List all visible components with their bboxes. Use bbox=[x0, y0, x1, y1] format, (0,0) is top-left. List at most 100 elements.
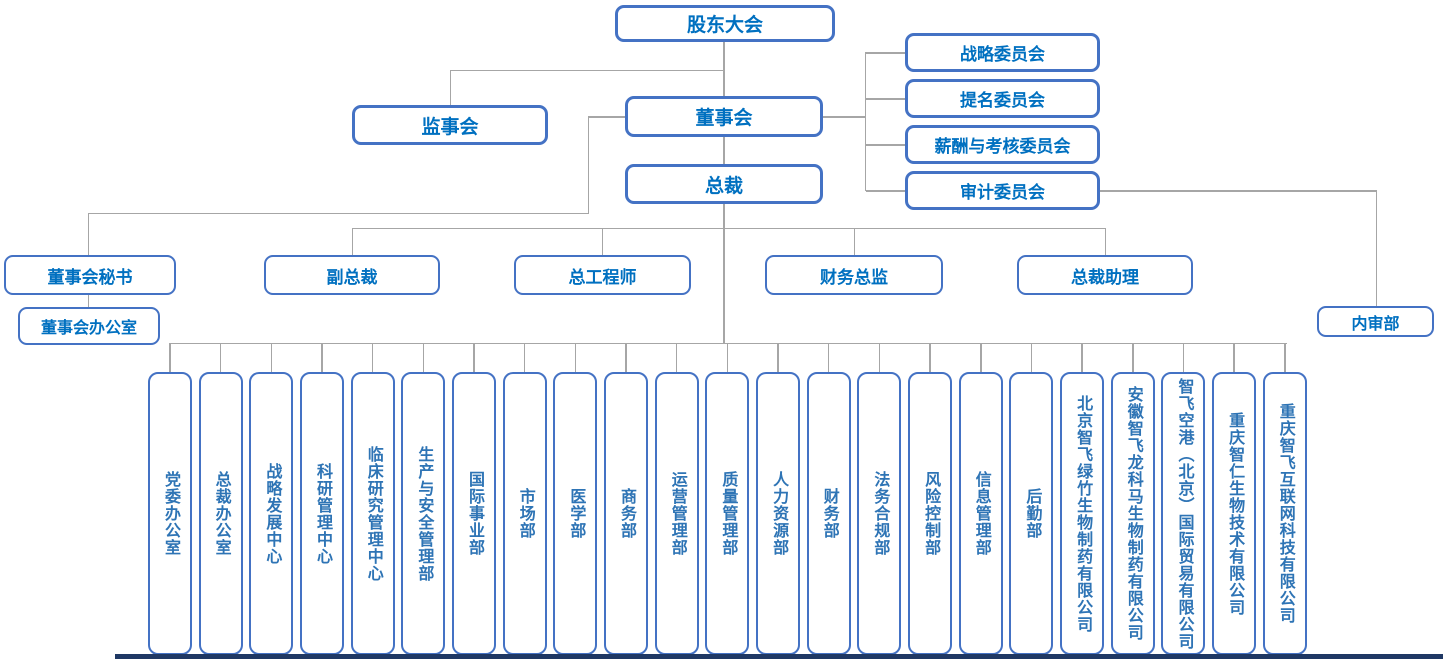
department-box: 生产与安全管理部 bbox=[401, 372, 446, 655]
connector-line bbox=[866, 52, 905, 54]
department-label: 运营管理部 bbox=[668, 471, 686, 556]
department-item: 国际事业部 bbox=[452, 343, 497, 655]
node-audit-committee: 审计委员会 bbox=[905, 171, 1100, 210]
department-box: 国际事业部 bbox=[452, 372, 497, 655]
department-item: 北京智飞绿竹生物制药有限公司 bbox=[1060, 343, 1105, 655]
department-box: 质量管理部 bbox=[705, 372, 750, 655]
connector-line bbox=[422, 343, 425, 372]
department-box: 风险控制部 bbox=[908, 372, 953, 655]
connector-line bbox=[827, 343, 830, 372]
department-box: 法务合规部 bbox=[857, 372, 902, 655]
department-item: 重庆智飞互联网科技有限公司 bbox=[1262, 343, 1307, 655]
department-label: 重庆智飞互联网科技有限公司 bbox=[1276, 403, 1294, 624]
department-label: 战略发展中心 bbox=[263, 462, 281, 565]
connector-line bbox=[878, 343, 881, 372]
department-item: 财务部 bbox=[806, 343, 851, 655]
department-item: 商务部 bbox=[604, 343, 649, 655]
connector-line bbox=[866, 144, 905, 146]
department-box: 科研管理中心 bbox=[300, 372, 345, 655]
connector-line bbox=[723, 42, 725, 96]
footer-strip bbox=[115, 654, 1443, 659]
department-label: 重庆智仁生物技术有限公司 bbox=[1226, 411, 1244, 616]
connector-line bbox=[929, 343, 931, 372]
departments-row: 党委办公室 总裁办公室 战略发展中心 科研管理中心 临床研究管理中心 bbox=[148, 343, 1307, 655]
department-item: 战略发展中心 bbox=[249, 343, 294, 655]
department-label: 北京智飞绿竹生物制药有限公司 bbox=[1074, 394, 1092, 633]
department-label: 信息管理部 bbox=[972, 471, 990, 556]
department-label: 质量管理部 bbox=[719, 471, 737, 556]
department-box: 人力资源部 bbox=[756, 372, 801, 655]
department-item: 生产与安全管理部 bbox=[401, 343, 446, 655]
connector-line bbox=[723, 204, 725, 344]
node-board-office: 董事会办公室 bbox=[18, 307, 160, 345]
department-item: 风险控制部 bbox=[908, 343, 953, 655]
department-label: 党委办公室 bbox=[162, 471, 179, 556]
connector-line bbox=[169, 343, 171, 372]
node-president: 总裁 bbox=[625, 164, 823, 204]
department-box: 党委办公室 bbox=[148, 372, 192, 655]
connector-line bbox=[1132, 343, 1134, 372]
department-label: 生产与安全管理部 bbox=[415, 445, 433, 582]
department-box: 后勤部 bbox=[1009, 372, 1054, 655]
connector-line bbox=[588, 116, 627, 118]
department-box: 财务部 bbox=[806, 372, 851, 655]
department-label: 风险控制部 bbox=[922, 471, 940, 556]
department-label: 医学部 bbox=[567, 488, 585, 539]
connector-line bbox=[777, 343, 779, 372]
department-label: 智飞空港（北京）国际贸易有限公司 bbox=[1175, 377, 1193, 650]
connector-line bbox=[726, 343, 729, 372]
node-finance-director: 财务总监 bbox=[765, 255, 943, 295]
department-box: 运营管理部 bbox=[654, 372, 699, 655]
department-item: 信息管理部 bbox=[958, 343, 1003, 655]
department-label: 临床研究管理中心 bbox=[364, 445, 382, 582]
department-item: 人力资源部 bbox=[756, 343, 801, 655]
department-label: 财务部 bbox=[820, 488, 838, 539]
department-item: 重庆智仁生物技术有限公司 bbox=[1212, 343, 1257, 655]
connector-line bbox=[449, 70, 451, 105]
connector-line bbox=[1100, 190, 1377, 192]
connector-line bbox=[219, 343, 222, 372]
connector-line bbox=[270, 343, 273, 372]
connector-line bbox=[675, 343, 678, 372]
department-box: 医学部 bbox=[553, 372, 598, 655]
department-item: 后勤部 bbox=[1009, 343, 1054, 655]
department-box: 临床研究管理中心 bbox=[350, 372, 395, 655]
department-item: 法务合规部 bbox=[857, 343, 902, 655]
connector-line bbox=[1375, 190, 1377, 306]
node-internal-audit-dept: 内审部 bbox=[1317, 306, 1434, 337]
node-vice-president: 副总裁 bbox=[264, 255, 440, 295]
department-box: 商务部 bbox=[604, 372, 649, 655]
department-label: 后勤部 bbox=[1023, 488, 1041, 539]
node-board-secretary: 董事会秘书 bbox=[4, 255, 176, 295]
connector-line bbox=[88, 212, 589, 214]
connector-line bbox=[625, 343, 627, 372]
department-box: 信息管理部 bbox=[958, 372, 1003, 655]
node-nomination-committee: 提名委员会 bbox=[905, 79, 1100, 118]
connector-line bbox=[1030, 343, 1033, 372]
connector-line bbox=[864, 52, 866, 191]
department-item: 党委办公室 bbox=[148, 343, 192, 655]
department-item: 安徽智飞龙科马生物制药有限公司 bbox=[1110, 343, 1155, 655]
department-label: 商务部 bbox=[618, 488, 636, 539]
connector-line bbox=[1182, 343, 1185, 372]
connector-line bbox=[723, 137, 725, 164]
department-item: 质量管理部 bbox=[705, 343, 750, 655]
department-item: 市场部 bbox=[502, 343, 547, 655]
connector-line bbox=[351, 228, 353, 255]
connector-line bbox=[980, 343, 982, 372]
connector-line bbox=[352, 227, 1105, 229]
connector-line bbox=[601, 228, 603, 255]
department-item: 总裁办公室 bbox=[198, 343, 243, 655]
node-supervisory-board: 监事会 bbox=[352, 105, 548, 145]
department-item: 医学部 bbox=[553, 343, 598, 655]
connector-line bbox=[371, 343, 374, 372]
department-label: 科研管理中心 bbox=[314, 462, 332, 565]
connector-line bbox=[1233, 343, 1235, 372]
connector-line bbox=[866, 98, 905, 100]
department-item: 科研管理中心 bbox=[300, 343, 345, 655]
connector-line bbox=[823, 116, 866, 118]
department-item: 临床研究管理中心 bbox=[350, 343, 395, 655]
department-label: 总裁办公室 bbox=[212, 471, 230, 556]
connector-line bbox=[450, 69, 724, 71]
